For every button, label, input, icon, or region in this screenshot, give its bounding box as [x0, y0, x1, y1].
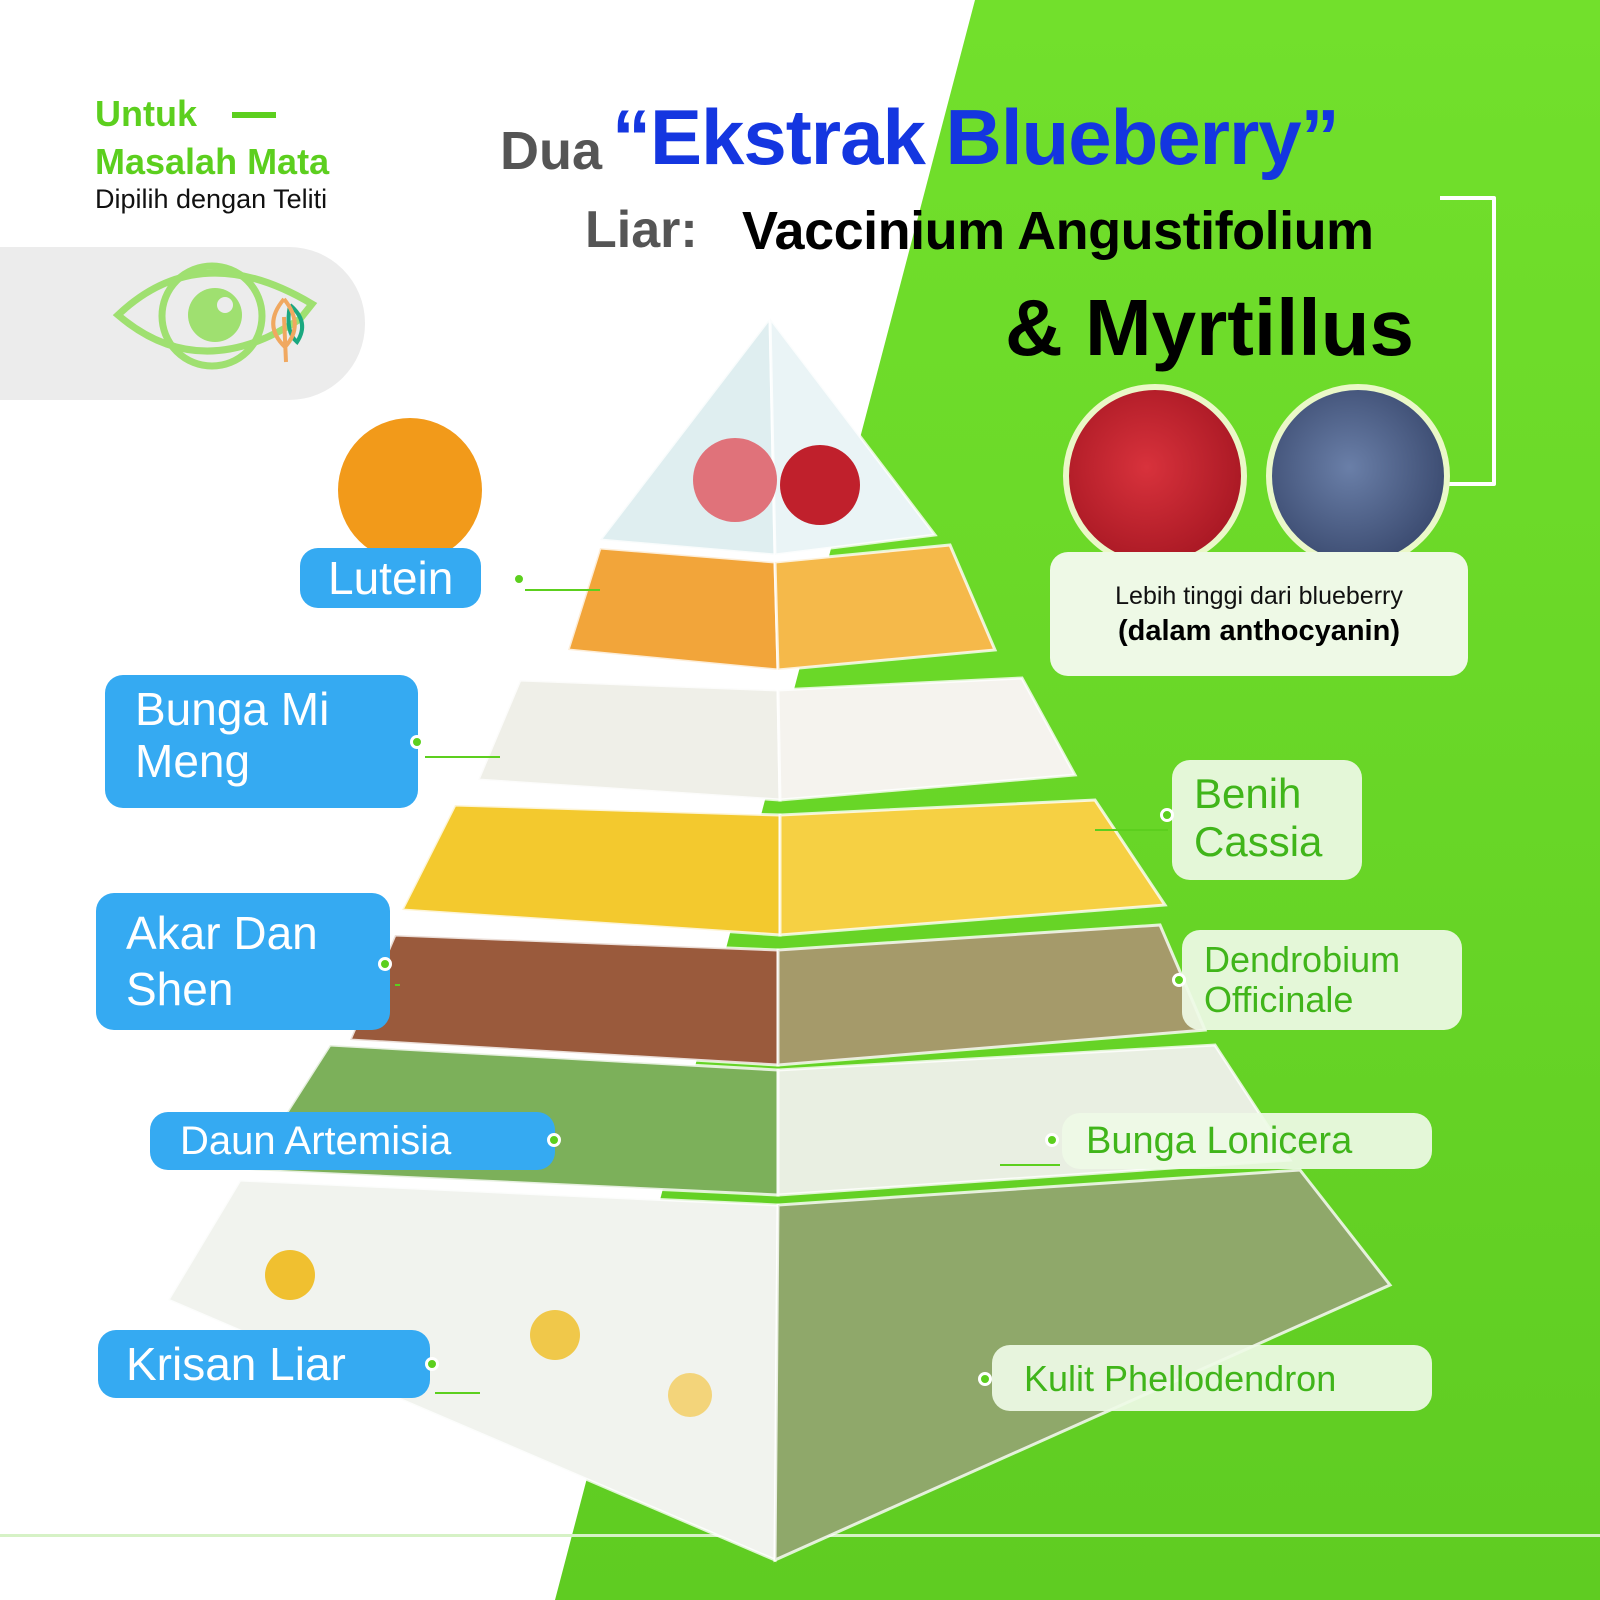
title-species1: Vaccinium Angustifolium [742, 201, 1374, 261]
berry-note: Lebih tinggi dari blueberry (dalam antho… [1050, 552, 1468, 676]
ingredient-pyramid [165, 313, 1393, 1563]
header-dash [232, 112, 276, 118]
connector-dot [547, 1133, 561, 1147]
title-bracket [1440, 196, 1496, 486]
eye-leaf-icon [112, 262, 318, 370]
title-species2: & Myrtillus [1005, 283, 1414, 372]
label-daun-artemisia: Daun Artemisia [150, 1112, 555, 1170]
connector-dot [1172, 973, 1186, 987]
header-line1: Untuk [95, 93, 197, 134]
connector-dot [1045, 1133, 1059, 1147]
header-line3: Dipilih dengan Teliti [95, 184, 328, 214]
label-bunga-lonicera: Bunga Lonicera [1062, 1113, 1432, 1169]
layer-marigold [566, 546, 780, 672]
eye-panel [0, 247, 365, 400]
label-bunga-mi-meng: Bunga Mi Meng [105, 675, 418, 808]
connector-dot [378, 957, 392, 971]
connector-dot [425, 1357, 439, 1371]
layer-danshen [347, 933, 780, 1067]
label-akar-dan-shen: Akar Dan Shen [96, 893, 390, 1030]
label-krisan-liar: Krisan Liar [98, 1330, 430, 1398]
title-liar: Liar: [585, 201, 698, 259]
berry-note-line2: (dalam anthocyanin) [1118, 615, 1400, 647]
label-benih-cassia: Benih Cassia [1172, 760, 1362, 880]
header-line2: Masalah Mata [95, 141, 330, 182]
label-lutein: Lutein [300, 548, 482, 608]
title-highlight: “Ekstrak Blueberry” [612, 93, 1340, 181]
connector-dot [512, 572, 526, 586]
blueberry-image [1266, 384, 1450, 568]
title-prefix: Dua [500, 121, 603, 181]
berry-note-line1: Lebih tinggi dari blueberry [1115, 582, 1403, 610]
layer-cassia [399, 803, 782, 937]
connector-lines [395, 589, 1168, 1394]
cranberry-image [1063, 384, 1247, 568]
connector-dot [1160, 808, 1174, 822]
connector-dot [978, 1372, 992, 1386]
label-kulit-phellodendron: Kulit Phellodendron [992, 1345, 1432, 1411]
layer-mimeng [475, 678, 782, 802]
connector-dot [410, 735, 424, 749]
label-dendrobium: Dendrobium Officinale [1182, 930, 1462, 1030]
